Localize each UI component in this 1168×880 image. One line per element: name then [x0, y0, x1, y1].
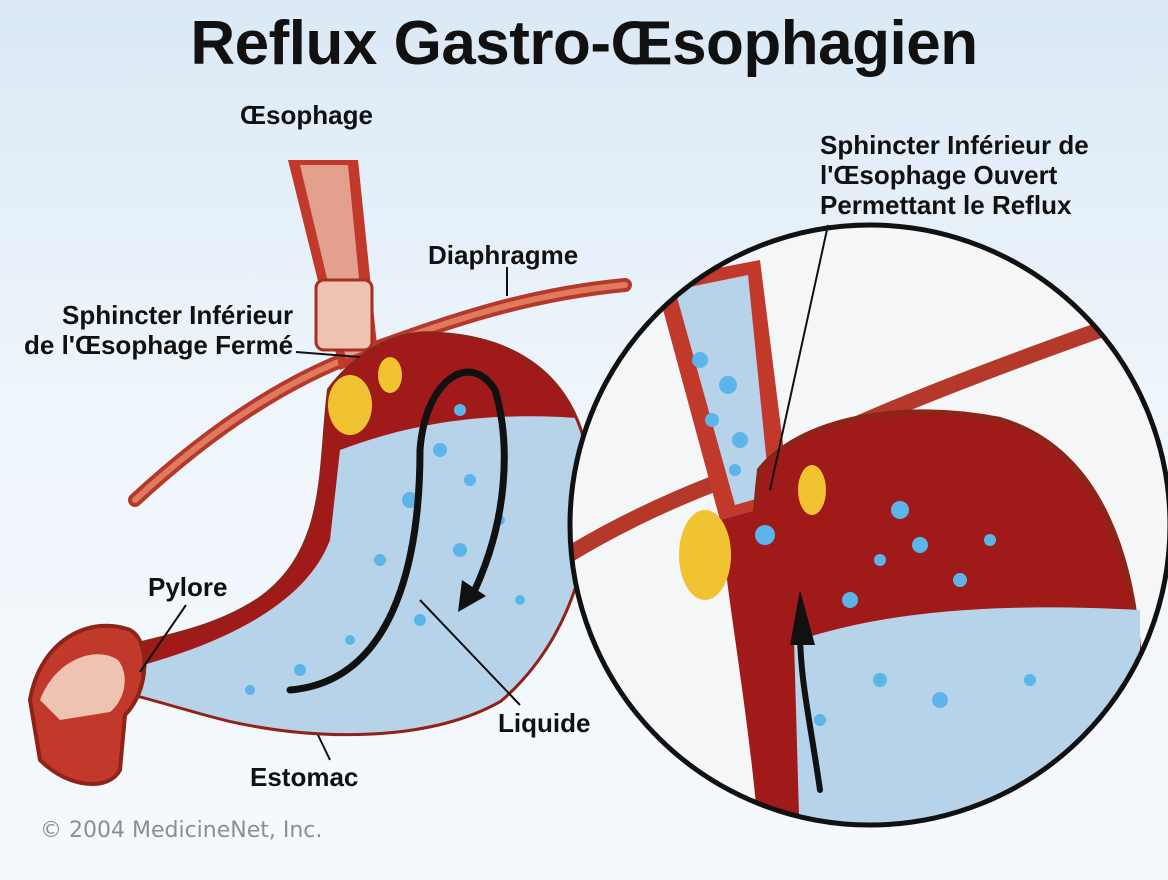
esophagus-tube	[288, 160, 378, 370]
label-diaphragm: Diaphragme	[428, 240, 579, 270]
stomach-left	[91, 331, 592, 737]
magnified-view	[567, 222, 1168, 828]
label-esophagus: Œsophage	[240, 100, 373, 130]
pylorus-left	[27, 623, 147, 786]
copyright-notice: © 2004 MedicineNet, Inc.	[40, 818, 323, 843]
label-closed-sphincter: Sphincter Inférieur de l'Œsophage Fermé	[24, 300, 294, 360]
leader-lines	[139, 224, 829, 761]
diagram-title: Reflux Gastro-Œsophagien	[190, 9, 978, 78]
label-open-sphincter: Sphincter Inférieur de l'Œsophage Ouvert…	[820, 130, 1089, 220]
label-stomach: Estomac	[250, 762, 359, 792]
label-liquid: Liquide	[498, 708, 591, 738]
label-pylorus: Pylore	[148, 572, 228, 602]
flow-arrow-left	[286, 368, 508, 694]
